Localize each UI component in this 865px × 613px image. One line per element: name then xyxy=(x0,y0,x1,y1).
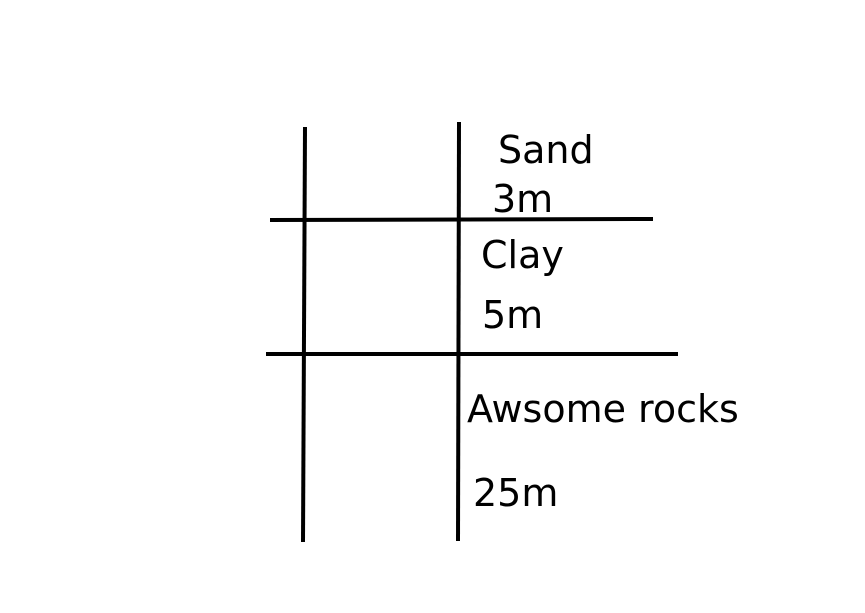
layer-rock-thickness: 25m xyxy=(473,471,559,515)
layer-rock-material: Awsome rocks xyxy=(467,387,739,431)
layer-sand-material: Sand xyxy=(498,128,594,172)
layer-clay-thickness: 5m xyxy=(482,293,544,337)
sand-clay-boundary xyxy=(269,217,654,222)
borehole-left-wall xyxy=(301,126,307,543)
layer-sand-thickness: 3m xyxy=(492,177,554,221)
borehole-right-wall xyxy=(456,121,461,542)
layer-clay-material: Clay xyxy=(481,233,564,277)
